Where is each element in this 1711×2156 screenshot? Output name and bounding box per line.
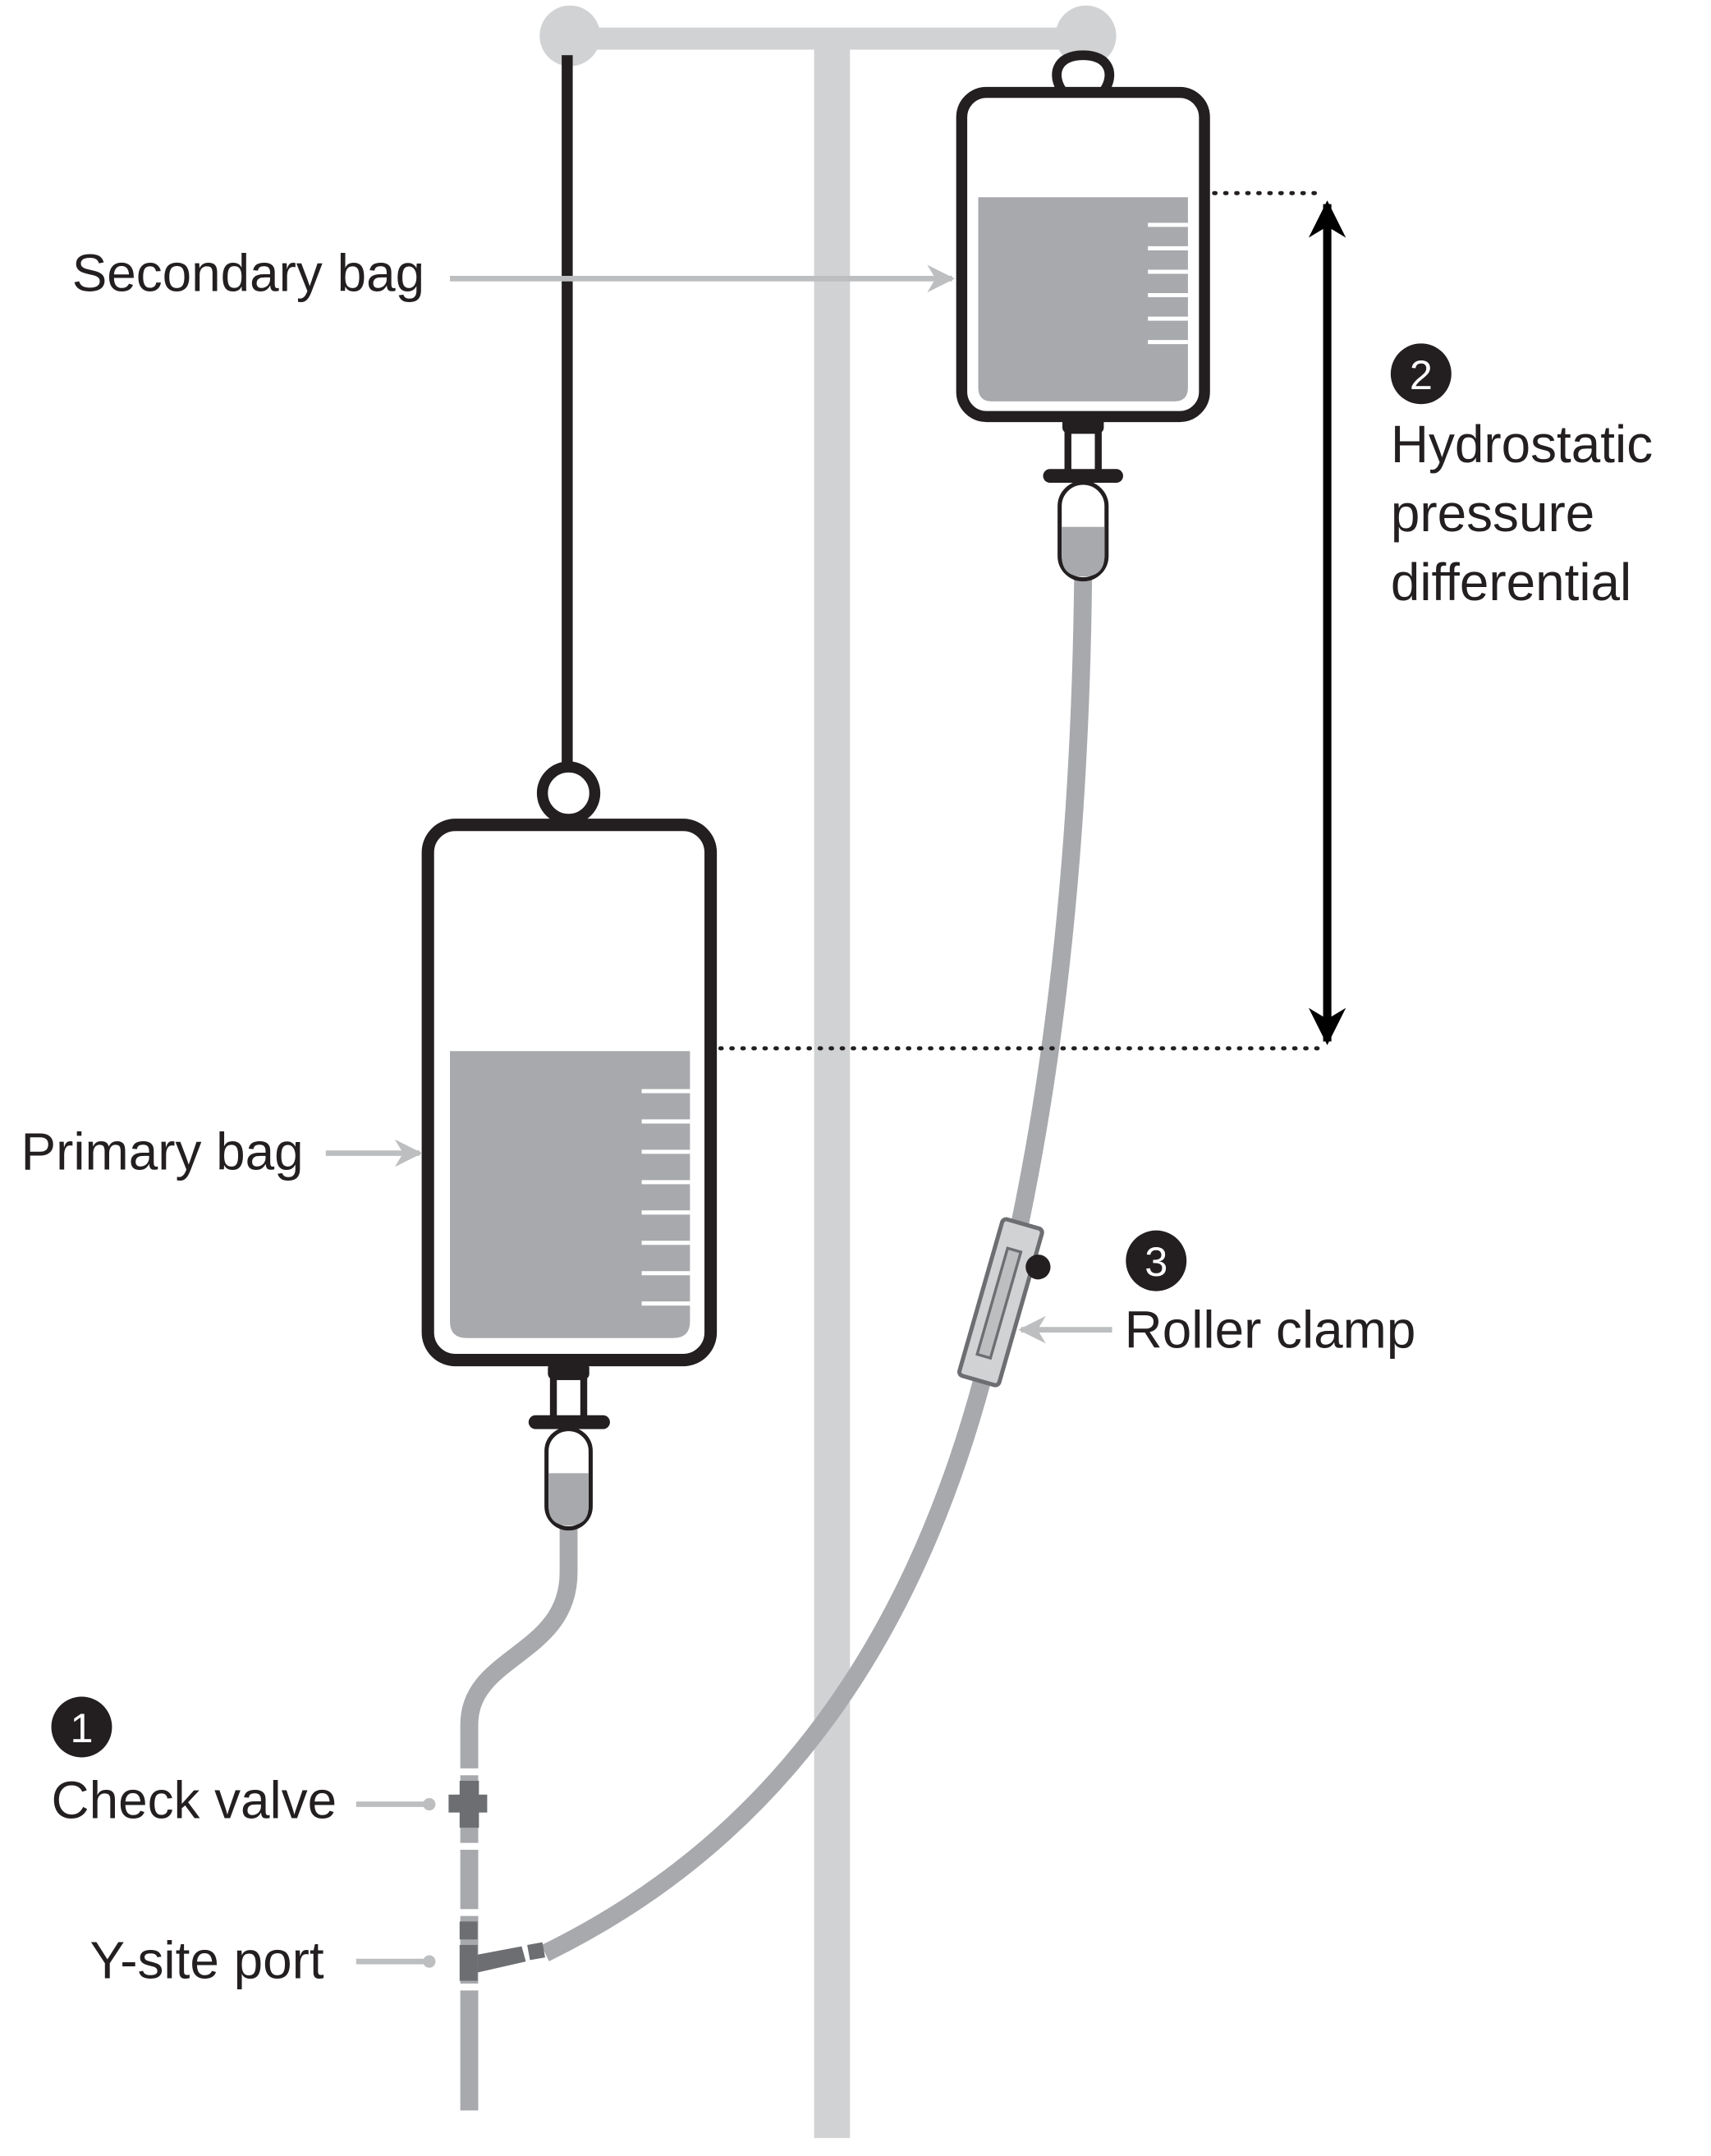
label-check-valve: Check valve (52, 1770, 337, 1829)
marker-1-number: 1 (70, 1704, 93, 1751)
secondary-bag-fluid (978, 197, 1188, 401)
secondary-drip-chamber (1043, 416, 1123, 582)
primary-bag-fluid (450, 1051, 690, 1338)
y-site-port-pointer (356, 1955, 436, 1968)
marker-3: 3 (1126, 1230, 1187, 1291)
pole-hook-left (539, 5, 601, 67)
check-valve-pointer (356, 1798, 436, 1811)
secondary-bag-graduations (1148, 222, 1188, 345)
label-hydrostatic-line1: Hydrostatic (1391, 415, 1653, 474)
iv-pole (539, 5, 1117, 2139)
marker-3-number: 3 (1144, 1238, 1167, 1285)
y-site-port (459, 1921, 545, 1981)
label-primary-bag: Primary bag (21, 1122, 304, 1181)
label-hydrostatic-line3: differential (1391, 553, 1631, 612)
roller-clamp (956, 1217, 1051, 1388)
pole-hook-right (1055, 5, 1117, 67)
roller-wheel (1025, 1255, 1051, 1280)
label-secondary-bag: Secondary bag (72, 244, 424, 303)
primary-drip-chamber (528, 1362, 610, 1531)
primary-bag (421, 761, 718, 1367)
primary-bag-graduations (641, 1089, 690, 1306)
secondary-bag (956, 50, 1210, 423)
label-y-site-port: Y-site port (90, 1930, 324, 1989)
marker-2-number: 2 (1410, 351, 1433, 398)
primary-bag-hanger (562, 55, 573, 773)
label-roller-clamp: Roller clamp (1125, 1300, 1416, 1359)
check-valve (448, 1781, 488, 1828)
marker-2: 2 (1390, 343, 1452, 405)
marker-1: 1 (51, 1696, 112, 1758)
primary-tubing (460, 1524, 578, 2111)
label-hydrostatic-line2: pressure (1391, 484, 1594, 543)
